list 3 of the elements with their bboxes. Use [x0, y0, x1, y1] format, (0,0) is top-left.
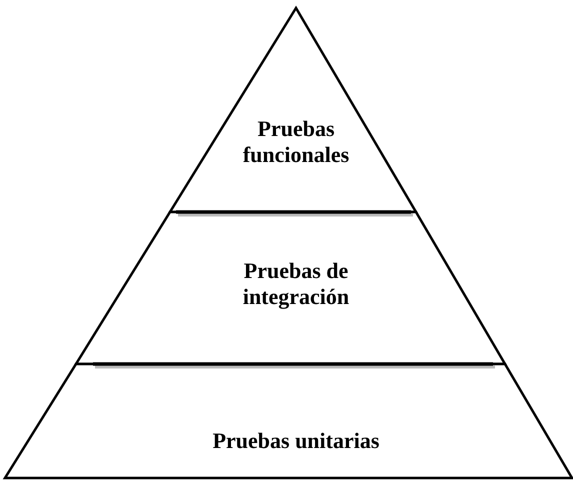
tier-label: Pruebas unitarias: [212, 428, 380, 454]
tier-label: Pruebas funcionales: [242, 116, 350, 168]
tier-label: Pruebas de integración: [242, 258, 350, 310]
